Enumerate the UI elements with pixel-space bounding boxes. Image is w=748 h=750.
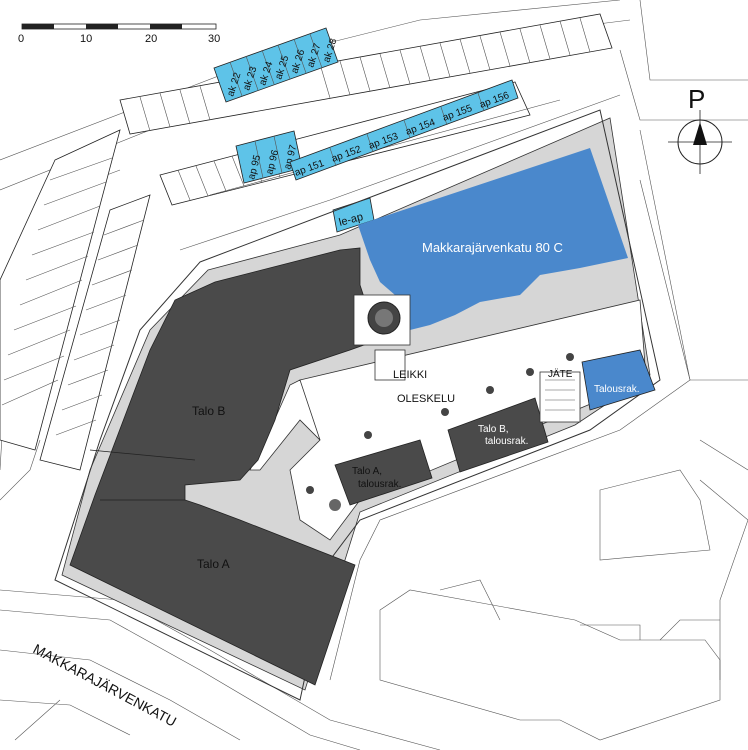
scale-tick-label: 30 xyxy=(208,33,220,45)
le-ap-parking: le-ap xyxy=(332,197,375,233)
talousrak-building: Talousrak. xyxy=(581,349,656,411)
talo-ab-building: Talo B Talo A xyxy=(69,247,379,686)
lower-right-buildings xyxy=(379,469,721,741)
leikki-label: LEIKKI xyxy=(393,369,427,381)
talo-b-talousrak-label-2: talousrak. xyxy=(485,436,528,447)
makkarajarvenkatu-80c-building: Makkarajärvenkatu 80 C xyxy=(358,148,628,330)
talo-a-talousrak-label-1: Talo A, xyxy=(352,466,382,477)
oleskelu-label: OLESKELU xyxy=(397,393,455,405)
ap-vert-parking-group: ap 95 ap 96 ap 97 xyxy=(235,130,303,184)
scale-tick-label: 10 xyxy=(80,33,92,45)
makkara-80c-label: Makkarajärvenkatu 80 C xyxy=(422,240,563,255)
talo-b-talousrak: Talo B, talousrak. xyxy=(447,397,549,473)
talo-a-label: Talo A xyxy=(197,557,230,571)
talo-b-label: Talo B xyxy=(192,404,225,418)
scale-tick-label: 0 xyxy=(18,33,24,45)
north-arrow: P xyxy=(668,84,732,174)
jate-label: JÄTE xyxy=(548,368,573,380)
ak-parking-group: ak 22 ak 23 ak 24 ak 25 ak 26 ak 27 ak 2… xyxy=(213,27,340,103)
parking-row-top xyxy=(119,13,613,135)
scale-tick-label: 20 xyxy=(145,33,157,45)
north-arrow-icon xyxy=(693,122,707,145)
play-structure xyxy=(353,294,411,381)
jate-area: JÄTE xyxy=(539,368,581,423)
talo-b-talousrak-label-1: Talo B, xyxy=(478,424,509,435)
scale-bar: 0 10 20 30 xyxy=(18,23,220,45)
talo-a-talousrak: Talo A, talousrak. xyxy=(334,439,433,506)
talo-a-talousrak-label-2: talousrak. xyxy=(358,479,401,490)
north-label: P xyxy=(688,84,705,114)
courtyard-bushes xyxy=(306,353,574,511)
talousrak-label: Talousrak. xyxy=(594,384,640,395)
parking-strip-left xyxy=(0,129,151,471)
street-label: MAKKARAJÄRVENKATU xyxy=(31,641,180,730)
